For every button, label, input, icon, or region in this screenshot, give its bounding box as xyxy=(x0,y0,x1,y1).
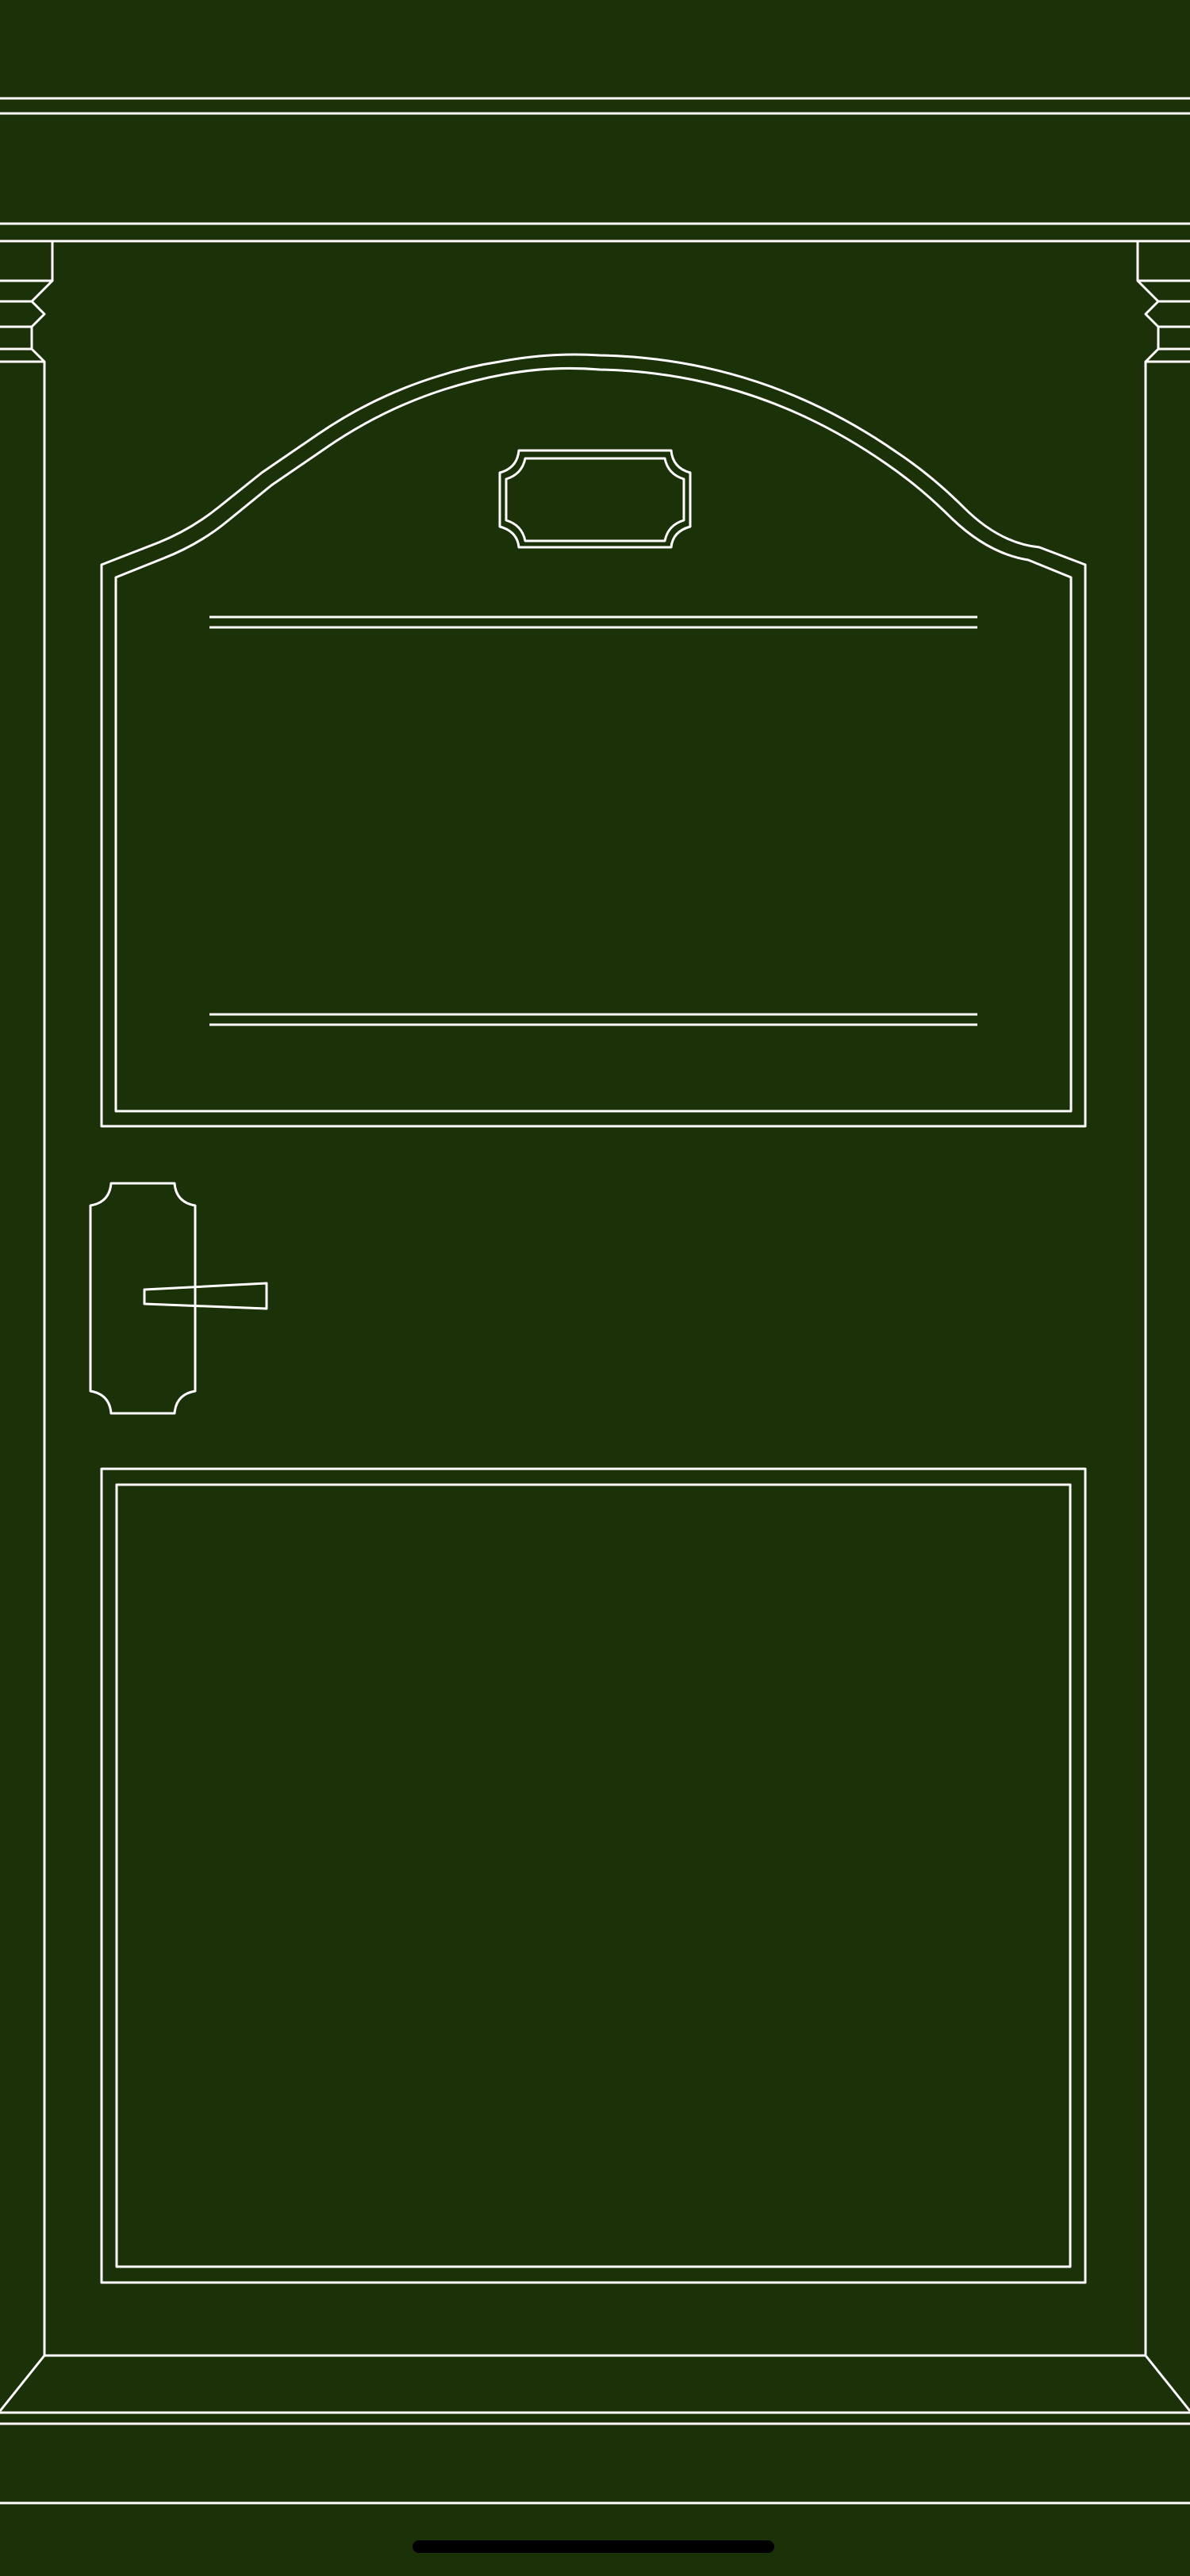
lower-panel xyxy=(100,1467,1087,2284)
upper-arched-panel xyxy=(100,353,1087,1128)
cornice xyxy=(0,222,1190,243)
nameplate xyxy=(498,449,692,549)
home-indicator[interactable] xyxy=(413,2540,774,2553)
door-handle[interactable] xyxy=(89,1182,268,1415)
door-threshold xyxy=(0,2354,1190,2505)
door-frame xyxy=(43,362,1147,2356)
header-band xyxy=(0,97,1190,115)
